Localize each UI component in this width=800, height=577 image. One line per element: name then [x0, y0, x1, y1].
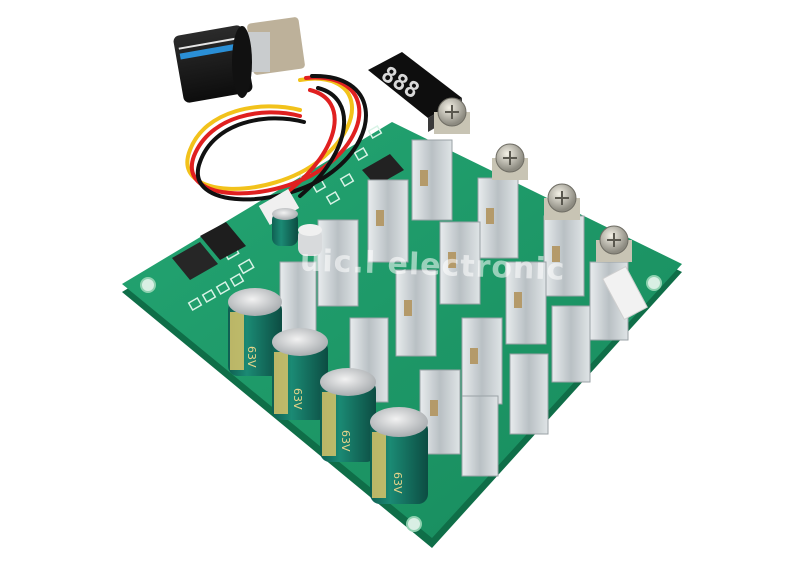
svg-text:63V: 63V	[245, 346, 258, 368]
capacitor: 63V	[370, 407, 428, 504]
mounting-hole-icon	[646, 275, 662, 291]
heatsink	[461, 317, 503, 405]
screw-terminal-icon	[492, 143, 528, 180]
heatsink	[461, 395, 499, 477]
wire-connector	[258, 188, 300, 226]
capacitor: 63V	[272, 328, 328, 420]
wire-harness	[185, 73, 368, 202]
heatsink	[439, 221, 481, 305]
edge-connector	[602, 265, 648, 321]
heatsink	[477, 177, 519, 259]
knob-icon	[173, 25, 253, 103]
screw-terminal-icon	[434, 97, 470, 134]
heatsink	[411, 139, 453, 221]
capacitor: 63V	[228, 288, 282, 376]
svg-text:63V: 63V	[391, 472, 404, 494]
electrolytic-capacitors: 63V 63V 63V 63V	[228, 288, 428, 504]
small-capacitors	[272, 208, 322, 256]
mounting-hole-icon	[406, 516, 422, 532]
heatsink	[367, 179, 409, 263]
screw-terminal-icon	[596, 225, 632, 262]
screw-terminal-icon	[544, 183, 580, 220]
heatsink	[509, 353, 549, 435]
mounting-hole-icon	[140, 277, 156, 293]
ic-chips	[172, 154, 404, 280]
screw-terminals	[434, 97, 632, 262]
soic-chip	[172, 242, 218, 280]
heatsink	[543, 215, 585, 297]
heatsink	[317, 219, 359, 307]
heatsink-array	[279, 139, 629, 477]
potentiometer	[173, 17, 305, 103]
heatsink	[395, 269, 437, 357]
heatsink	[505, 261, 547, 345]
mosfet-chip	[200, 222, 246, 260]
svg-text:63V: 63V	[339, 430, 352, 452]
svg-text:63V: 63V	[291, 388, 304, 410]
driver-chip	[362, 154, 404, 186]
heatsink	[551, 305, 591, 383]
capacitor: 63V	[320, 368, 376, 462]
